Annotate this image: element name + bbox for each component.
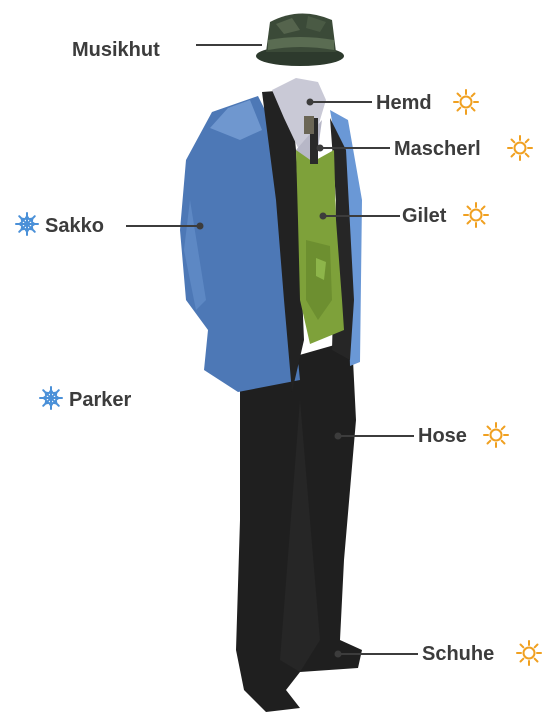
hat [256, 13, 344, 66]
label-vest: Gilet [402, 204, 446, 228]
label-hat: Musikhut [72, 38, 160, 62]
label-parka: Parker [69, 388, 131, 412]
label-bowtie: Mascherl [394, 137, 481, 161]
snowflake-icon [14, 211, 40, 237]
sun-icon [516, 640, 542, 666]
sun-icon [507, 135, 533, 161]
label-jacket: Sakko [45, 214, 104, 238]
label-shirt: Hemd [376, 91, 432, 115]
snowflake-icon [38, 385, 64, 411]
label-trousers: Hose [418, 424, 467, 448]
sun-icon [483, 422, 509, 448]
trousers [236, 340, 362, 712]
sun-icon [463, 202, 489, 228]
sun-icon [453, 89, 479, 115]
label-shoes: Schuhe [422, 642, 494, 666]
